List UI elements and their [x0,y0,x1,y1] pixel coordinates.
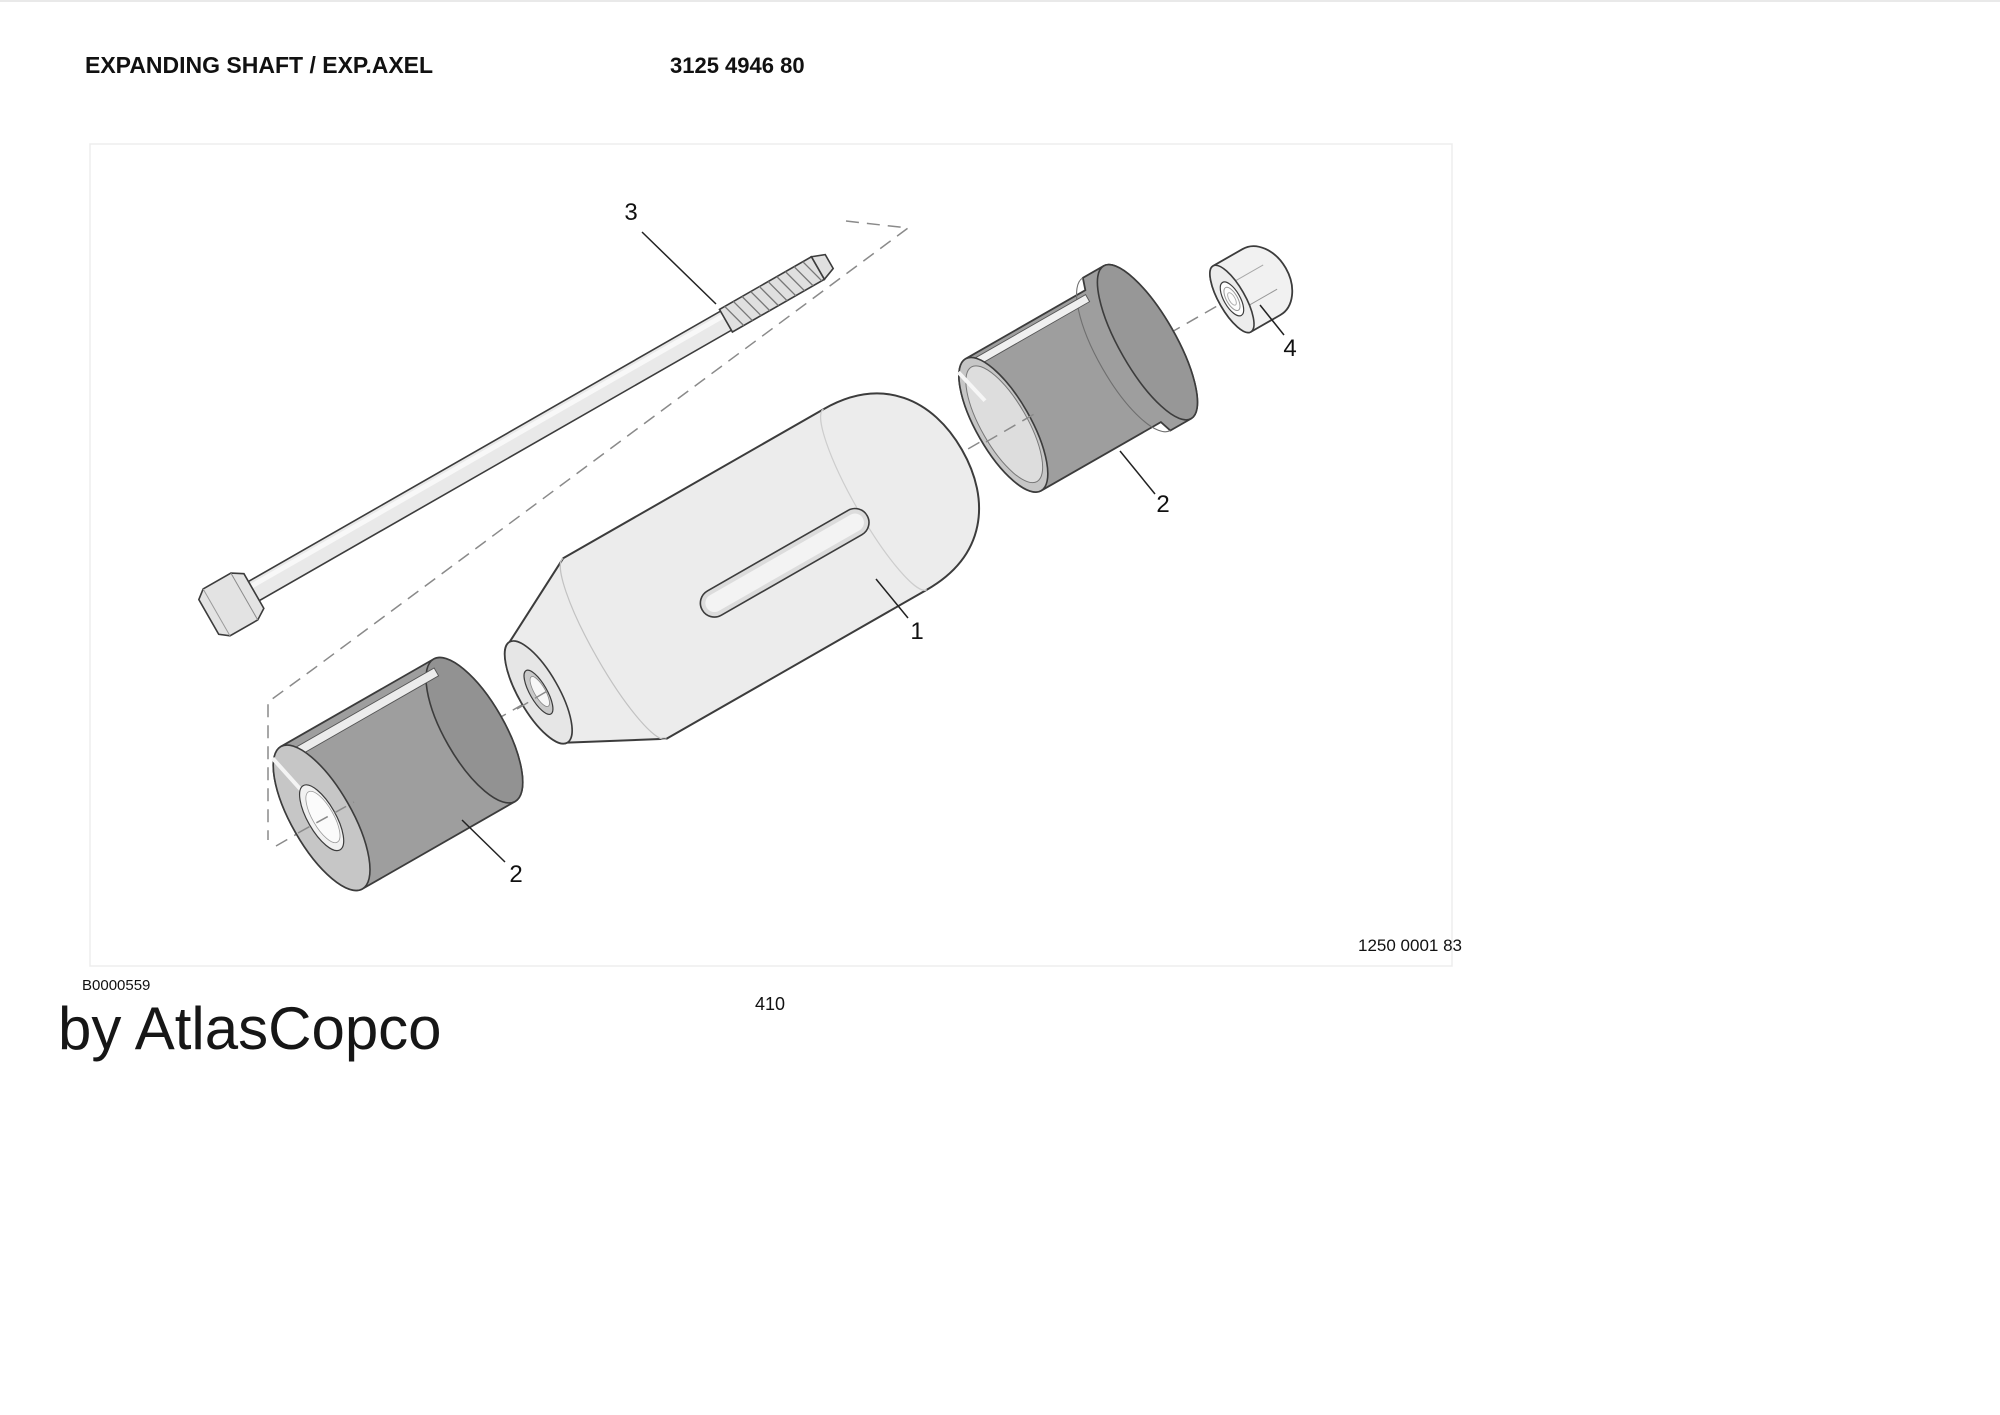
upper-sleeve-part [956,263,1199,493]
part-number: 3125 4946 80 [670,53,805,78]
bolt-part [197,253,835,637]
drawing-frame [89,143,1453,967]
callout-label-2-lower: 2 [509,861,523,888]
document-code: B0000559 [82,977,151,994]
figure-reference: 1250 0001 83 [1358,936,1462,955]
bolt-hex-head [197,572,265,637]
leader-lines [461,231,1285,863]
shaft-part [503,392,980,745]
sleeve-bore [965,365,1044,484]
lower-sleeve-part [271,656,524,892]
callout-label-2-upper: 2 [1156,491,1170,518]
nut-part [1209,245,1294,334]
page-title: EXPANDING SHAFT / EXP.AXEL [85,52,434,78]
axis-overlay-dashes [297,412,1037,834]
callout-label-4: 4 [1283,335,1297,362]
nut-threaded-bore [1219,281,1245,317]
callout-label-1: 1 [910,618,924,645]
callout-label-3: 3 [624,199,638,226]
brand-watermark: by AtlasCopco [58,995,442,1062]
sleeve-flange [1096,263,1199,421]
page-number: 410 [755,994,786,1014]
